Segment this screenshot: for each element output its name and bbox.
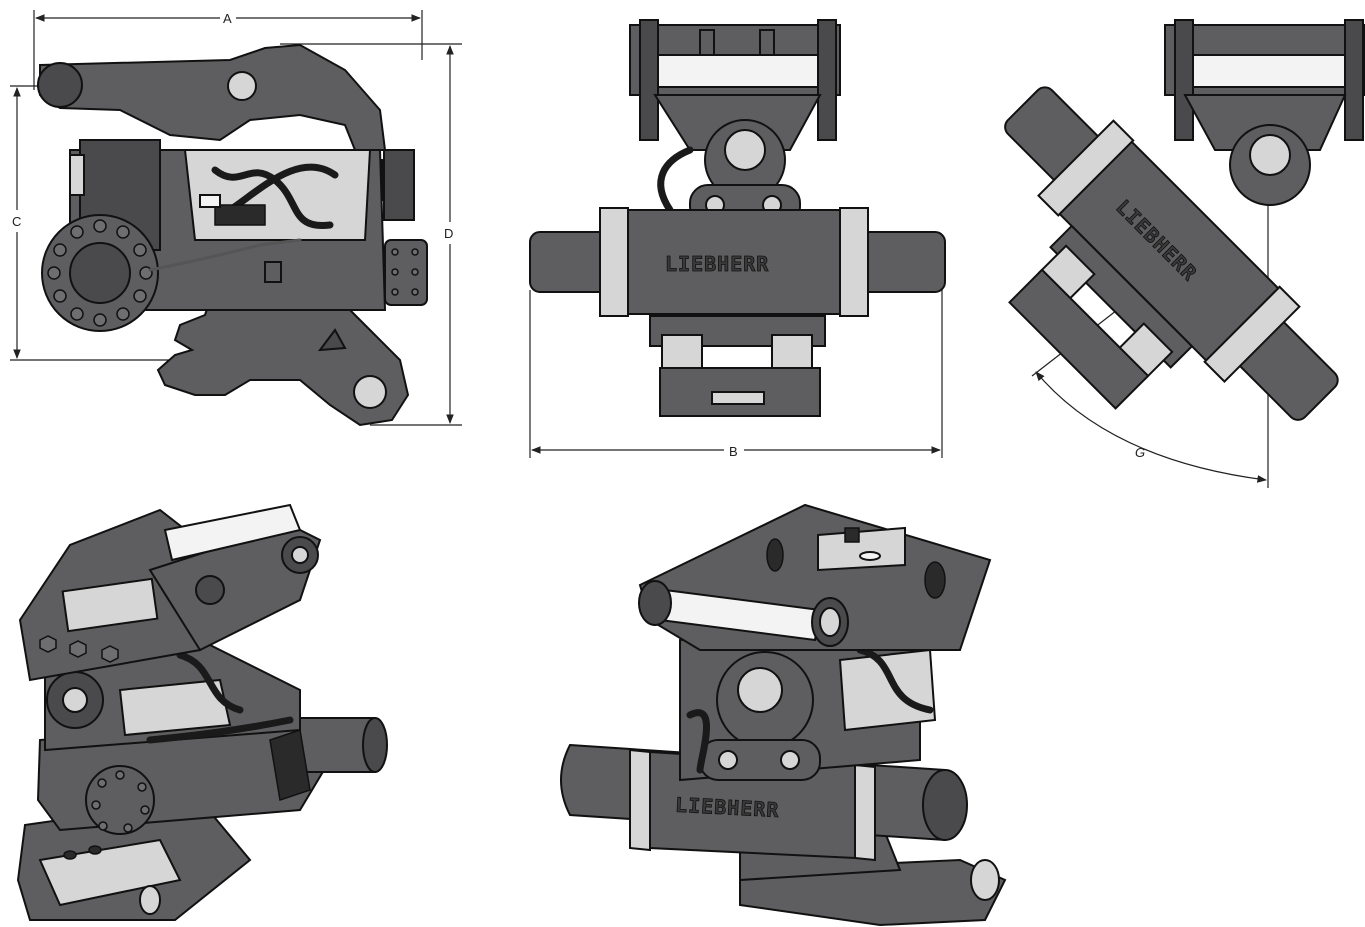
dimension-b: B xyxy=(529,290,943,459)
brand-label-iso: LIEBHERR xyxy=(675,793,780,822)
dimension-d: D xyxy=(280,43,462,426)
iso-view-right: LIEBHERR xyxy=(560,503,1007,927)
brand-label-front: LIEBHERR xyxy=(665,252,769,276)
dimension-a-label: A xyxy=(223,11,232,26)
iso-view-left xyxy=(16,503,388,921)
rotated-front-view: G LIEBHERR xyxy=(1004,19,1365,488)
dimension-c-label: C xyxy=(12,214,21,229)
dimension-b-label: B xyxy=(729,444,738,459)
angle-g-label: G xyxy=(1135,445,1145,460)
dimension-d-label: D xyxy=(444,226,453,241)
dimension-a: A xyxy=(33,10,423,90)
side-view: A C D xyxy=(10,10,462,427)
front-view: B LIEBHERR xyxy=(529,19,946,459)
